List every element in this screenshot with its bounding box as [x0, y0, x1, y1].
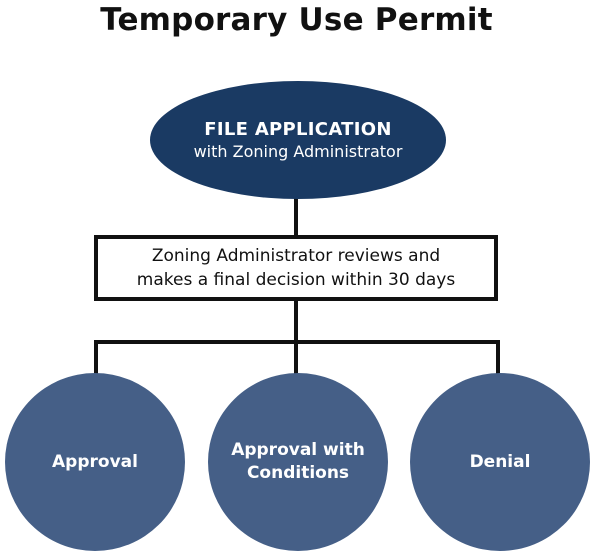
diagram-title: Temporary Use Permit [100, 2, 493, 38]
outcome-denial-label: Denial [469, 451, 531, 472]
outcome-approval-node: Approval [5, 373, 185, 551]
file-application-sublabel: with Zoning Administrator [193, 142, 403, 161]
file-application-node: FILE APPLICATION with Zoning Administrat… [150, 81, 446, 199]
file-application-label: FILE APPLICATION [204, 119, 392, 140]
outcome-approval-label: Approval [52, 451, 138, 472]
outcome-approval-with-conditions-node: Approval with Conditions [208, 373, 388, 551]
outcome-denial-node: Denial [410, 373, 590, 551]
outcome-approval-with-conditions-line2: Conditions [246, 463, 350, 483]
review-decision-node: Zoning Administrator reviews and makes a… [94, 235, 498, 301]
review-text-line2: makes a final decision within 30 days [136, 270, 456, 290]
outcome-approval-with-conditions-line1: Approval with [231, 440, 365, 460]
review-text-line1: Zoning Administrator reviews and [151, 246, 441, 266]
